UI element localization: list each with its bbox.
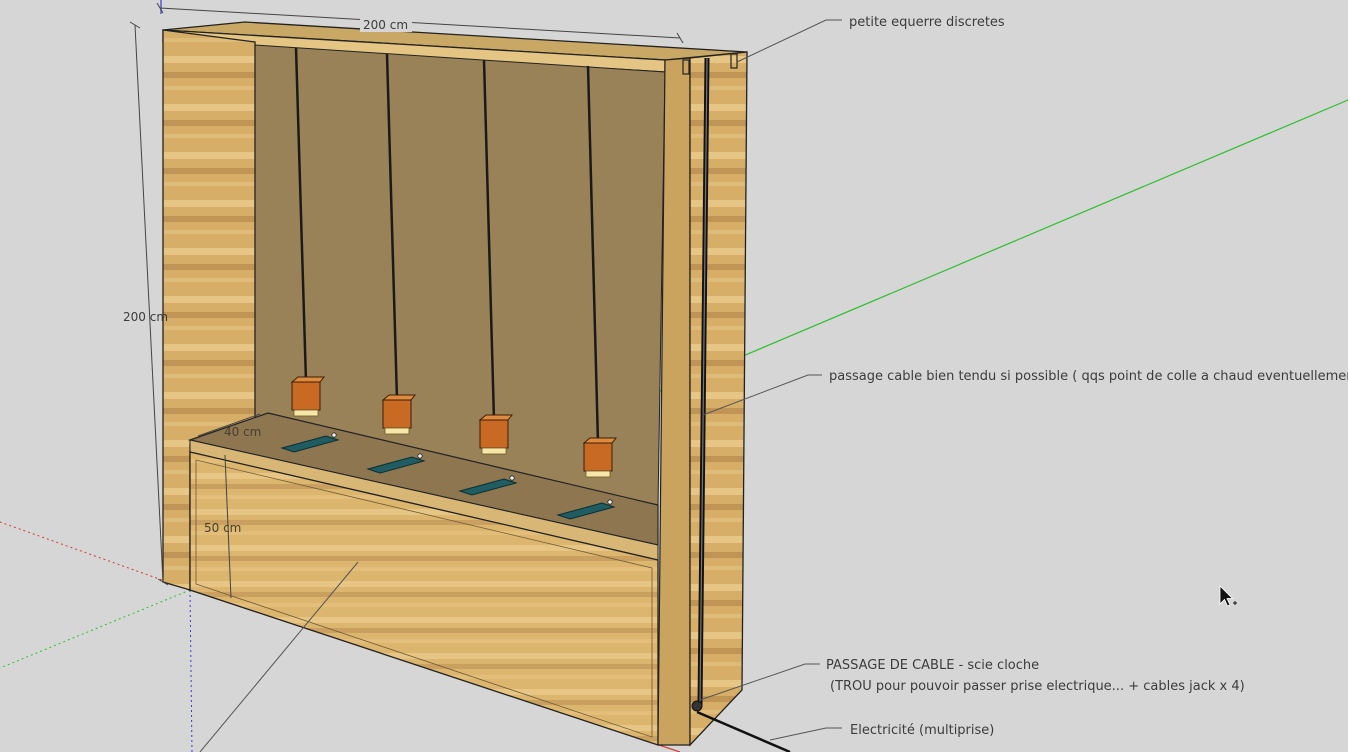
dimension-labels: 200 cm 200 cm 40 cm 50 cm	[123, 16, 412, 535]
annotations: petite equerre discretes passage cable b…	[826, 15, 1348, 738]
blue-axis-dotted	[189, 589, 193, 752]
pendant-lamps	[290, 47, 618, 478]
red-axis-dotted	[0, 521, 191, 591]
annotation-cable-taut: passage cable bien tendu si possible ( q…	[829, 369, 1348, 384]
green-axis-dotted	[0, 589, 191, 669]
power-cable	[696, 710, 791, 752]
cabinet	[162, 21, 791, 752]
pendant-lamp-icon	[381, 53, 417, 435]
pendant-lamp-icon	[290, 47, 326, 417]
width-dimension: 200 cm	[363, 18, 408, 32]
cable-hole	[691, 700, 703, 712]
mouse-cursor-icon	[1219, 585, 1237, 607]
phone-pad-icon	[556, 502, 616, 520]
leader-lines	[199, 19, 842, 752]
bracket-icon	[730, 53, 738, 69]
pad-cable-hole	[509, 475, 515, 481]
shelf-depth-dimension: 40 cm	[224, 425, 261, 439]
pad-cable-hole	[417, 453, 423, 459]
base-height-dimension: 50 cm	[204, 521, 241, 535]
height-dimension: 200 cm	[123, 310, 168, 324]
annotation-cable-hole-note: (TROU pour pouvoir passer prise electriq…	[830, 679, 1245, 694]
phone-pad-icon	[458, 478, 518, 496]
pendant-lamp-icon	[478, 59, 514, 455]
pad-cable-hole	[331, 432, 337, 438]
phone-pad-icon	[366, 456, 426, 474]
annotation-cable-hole-title: PASSAGE DE CABLE - scie cloche	[826, 658, 1039, 673]
base-inset	[195, 459, 653, 738]
dimension-lines	[129, 2, 684, 599]
annotation-electricity: Electricité (multiprise)	[850, 723, 994, 738]
bracket-icon	[682, 59, 690, 75]
annotation-bracket: petite equerre discretes	[849, 15, 1005, 30]
pendant-lamp-icon	[582, 65, 618, 478]
phone-pads	[280, 432, 616, 520]
pad-cable-hole	[607, 499, 613, 505]
phone-pad-icon	[280, 435, 340, 453]
